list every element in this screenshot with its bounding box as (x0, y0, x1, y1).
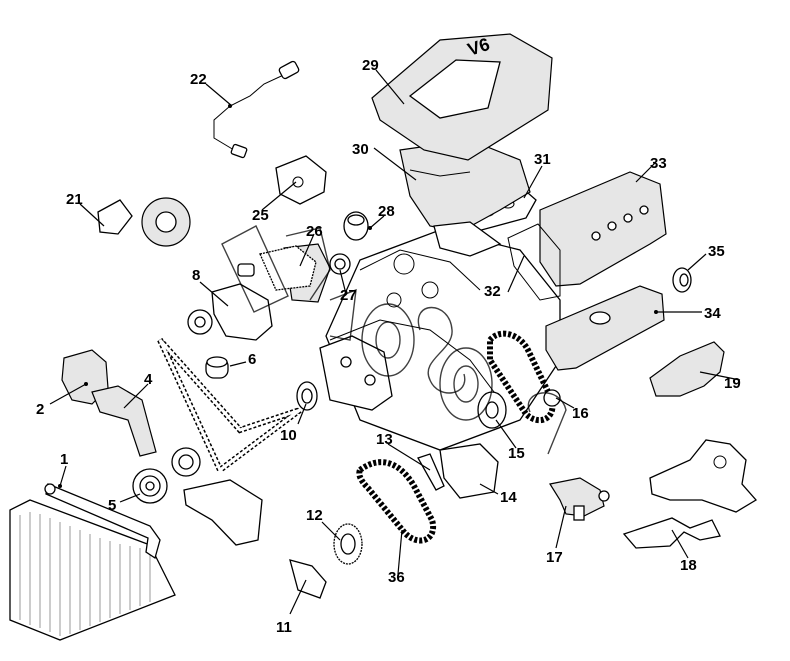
label-part-33: 33 (650, 155, 667, 172)
label-part-32: 32 (484, 283, 501, 300)
throttle-body (343, 211, 369, 241)
label-part-34: 34 (704, 305, 721, 322)
label-part-19: 19 (724, 375, 741, 392)
engine-cover: V6 (371, 33, 553, 161)
label-part-1: 1 (60, 451, 68, 468)
intake-manifold (399, 139, 531, 257)
rocker-cover-left (545, 285, 665, 371)
label-part-10: 10 (280, 427, 297, 444)
label-part-22: 22 (190, 71, 207, 88)
label-part-17: 17 (546, 549, 563, 566)
power-steering-pump (259, 243, 351, 303)
accessory-belt (157, 338, 302, 546)
label-part-21: 21 (66, 191, 83, 208)
label-part-36: 36 (388, 569, 405, 586)
timing-chain-lower (356, 459, 437, 544)
radiator (9, 499, 176, 641)
label-part-8: 8 (192, 267, 200, 284)
label-part-5: 5 (108, 497, 116, 514)
label-part-26: 26 (306, 223, 323, 240)
rocker-cover-gasket (507, 223, 561, 301)
label-part-25: 25 (252, 207, 269, 224)
label-part-16: 16 (572, 405, 589, 422)
label-part-13: 13 (376, 431, 393, 448)
label-part-18: 18 (680, 557, 697, 574)
small-cover (289, 559, 327, 599)
leader-lines (49, 69, 741, 615)
label-part-4: 4 (144, 371, 153, 388)
water-pump (549, 477, 610, 521)
crank-pulley (132, 468, 168, 504)
mounting-bracket (237, 155, 327, 277)
part-numbers: 1 2 4 5 6 8 10 11 12 13 14 15 16 17 18 1… (36, 57, 741, 636)
alternator (97, 197, 191, 247)
label-part-15: 15 (508, 445, 525, 462)
label-part-35: 35 (708, 243, 725, 260)
oxygen-sensor (213, 60, 300, 159)
label-part-31: 31 (534, 151, 551, 168)
label-part-28: 28 (378, 203, 395, 220)
label-part-2: 2 (36, 401, 44, 418)
exhaust-manifold-left (649, 341, 725, 397)
label-part-30: 30 (352, 141, 369, 158)
heat-shield (622, 517, 721, 549)
label-part-12: 12 (306, 507, 323, 524)
idler-pulley (296, 381, 318, 411)
idler-roller (205, 356, 229, 379)
label-part-14: 14 (500, 489, 517, 506)
label-part-29: 29 (362, 57, 379, 74)
belt-tensioner (187, 283, 273, 341)
timing-cover-lower (91, 385, 157, 457)
coolant-pipe (44, 483, 161, 560)
engine-block (319, 229, 561, 451)
label-part-27: 27 (340, 287, 357, 304)
rocker-cover-right (539, 171, 667, 287)
camshaft-sprocket (333, 523, 363, 565)
label-part-6: 6 (248, 351, 256, 368)
chain-guide (417, 443, 499, 499)
watermark (221, 225, 567, 455)
exhaust-manifold-right (649, 439, 758, 513)
label-part-11: 11 (276, 619, 292, 636)
oil-filler-cap (672, 267, 692, 293)
timing-chain-upper (477, 330, 561, 429)
